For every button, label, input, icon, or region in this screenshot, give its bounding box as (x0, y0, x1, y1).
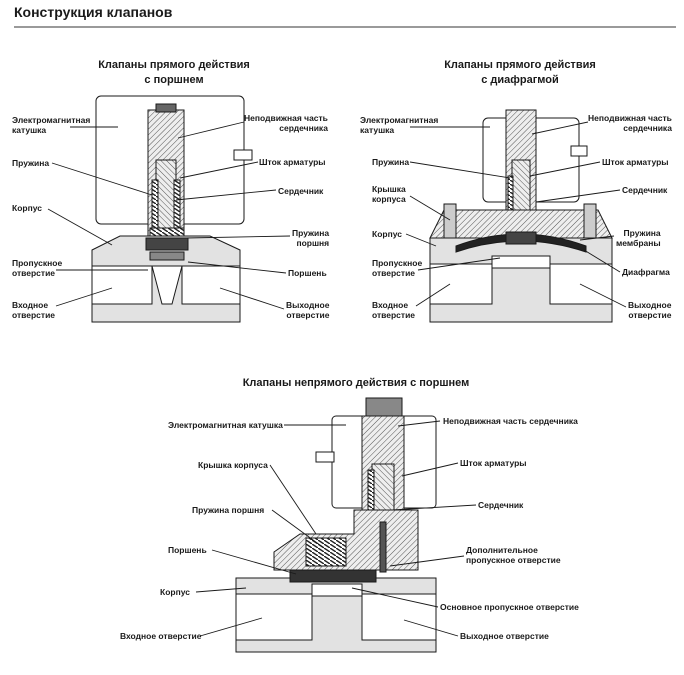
diagram-2-title: Клапаны прямого действия с диафрагмой (436, 58, 604, 88)
diagram-2-drawing (429, 109, 613, 323)
d3-label-piston-spring: Пружина поршня (192, 505, 265, 515)
d1-spring-r (173, 179, 181, 231)
d3-core-cap (365, 397, 403, 417)
diagram-3-drawing (235, 397, 437, 653)
d2-orifice (491, 255, 551, 269)
d1-label-spring: Пружина (12, 158, 50, 168)
diagram-2-title-line2: с диафрагмой (481, 74, 559, 86)
d3-inlet-bore (235, 593, 313, 641)
d3-outlet-bore (361, 593, 437, 641)
d3-label-inlet: Входное отверстие (120, 631, 202, 641)
d3-label-core: Сердечник (478, 500, 524, 510)
d3-label-body: Корпус (160, 587, 190, 597)
diagram-1-title-line2: с поршнем (144, 74, 204, 86)
d2-disc (505, 231, 537, 245)
d3-piston-spring (305, 537, 347, 567)
d3-label-fixed-core: Неподвижная часть сердечника (443, 416, 578, 426)
d1-spring (151, 179, 159, 231)
d1-outlet-bore (181, 265, 241, 305)
d1-piston-seat (149, 251, 185, 261)
d3-pilot-stem (379, 521, 387, 573)
d2-label-stem: Шток арматуры (602, 157, 669, 167)
d3-main-orifice (311, 583, 363, 597)
diagram-1-drawing (91, 95, 253, 323)
d3-spring (367, 469, 375, 515)
d3-label-main-orifice: Основное пропускное отверстие (440, 602, 579, 612)
d2-armature (511, 159, 531, 217)
diagram-3-title-line1: Клапаны непрямого действия с поршнем (242, 377, 470, 389)
diagram-3-title: Клапаны непрямого действия с поршнем (238, 376, 474, 391)
d2-label-diaphragm: Диафрагма (622, 267, 670, 277)
d2-label-spring: Пружина (372, 157, 410, 167)
d1-piston (145, 237, 189, 251)
d2-label-body: Корпус (372, 229, 402, 239)
d1-label-core: Сердечник (278, 186, 324, 196)
d3-label-cover: Крышка корпуса (198, 460, 268, 470)
d1-connector (233, 149, 253, 161)
d3-label-outlet: Выходное отверстие (460, 631, 549, 641)
d2-spring (507, 175, 514, 213)
d1-inlet-bore (91, 265, 153, 305)
d2-label-core: Сердечник (622, 185, 668, 195)
d3-label-piston: Поршень (168, 545, 207, 555)
d3-label-coil: Электромагнитная катушка (168, 420, 283, 430)
leader-lines (47, 121, 627, 637)
d3-label-stem: Шток арматуры (460, 458, 527, 468)
d1-orifice (151, 265, 183, 305)
diagram-2-title-line1: Клапаны прямого действия (444, 59, 596, 71)
d2-inlet-bore (429, 263, 493, 305)
d2-bolt-l (443, 203, 457, 239)
d1-core-cap (155, 103, 177, 113)
d1-label-stem: Шток арматуры (259, 157, 326, 167)
d2-diaphragm (455, 233, 587, 253)
d2-bolt-r (583, 203, 597, 239)
d1-label-piston: Поршень (288, 268, 327, 278)
title-rule (14, 26, 676, 28)
diagram-1-title-line1: Клапаны прямого действия (98, 59, 250, 71)
d2-connector (570, 145, 588, 157)
d3-connector (315, 451, 335, 463)
d1-label-body: Корпус (12, 203, 42, 213)
page-title: Конструкция клапанов (14, 4, 173, 20)
d1-armature (155, 159, 177, 231)
diagram-1-title: Клапаны прямого действия с поршнем (90, 58, 258, 88)
d1-piston-spring (149, 227, 185, 237)
d3-piston (289, 569, 377, 583)
